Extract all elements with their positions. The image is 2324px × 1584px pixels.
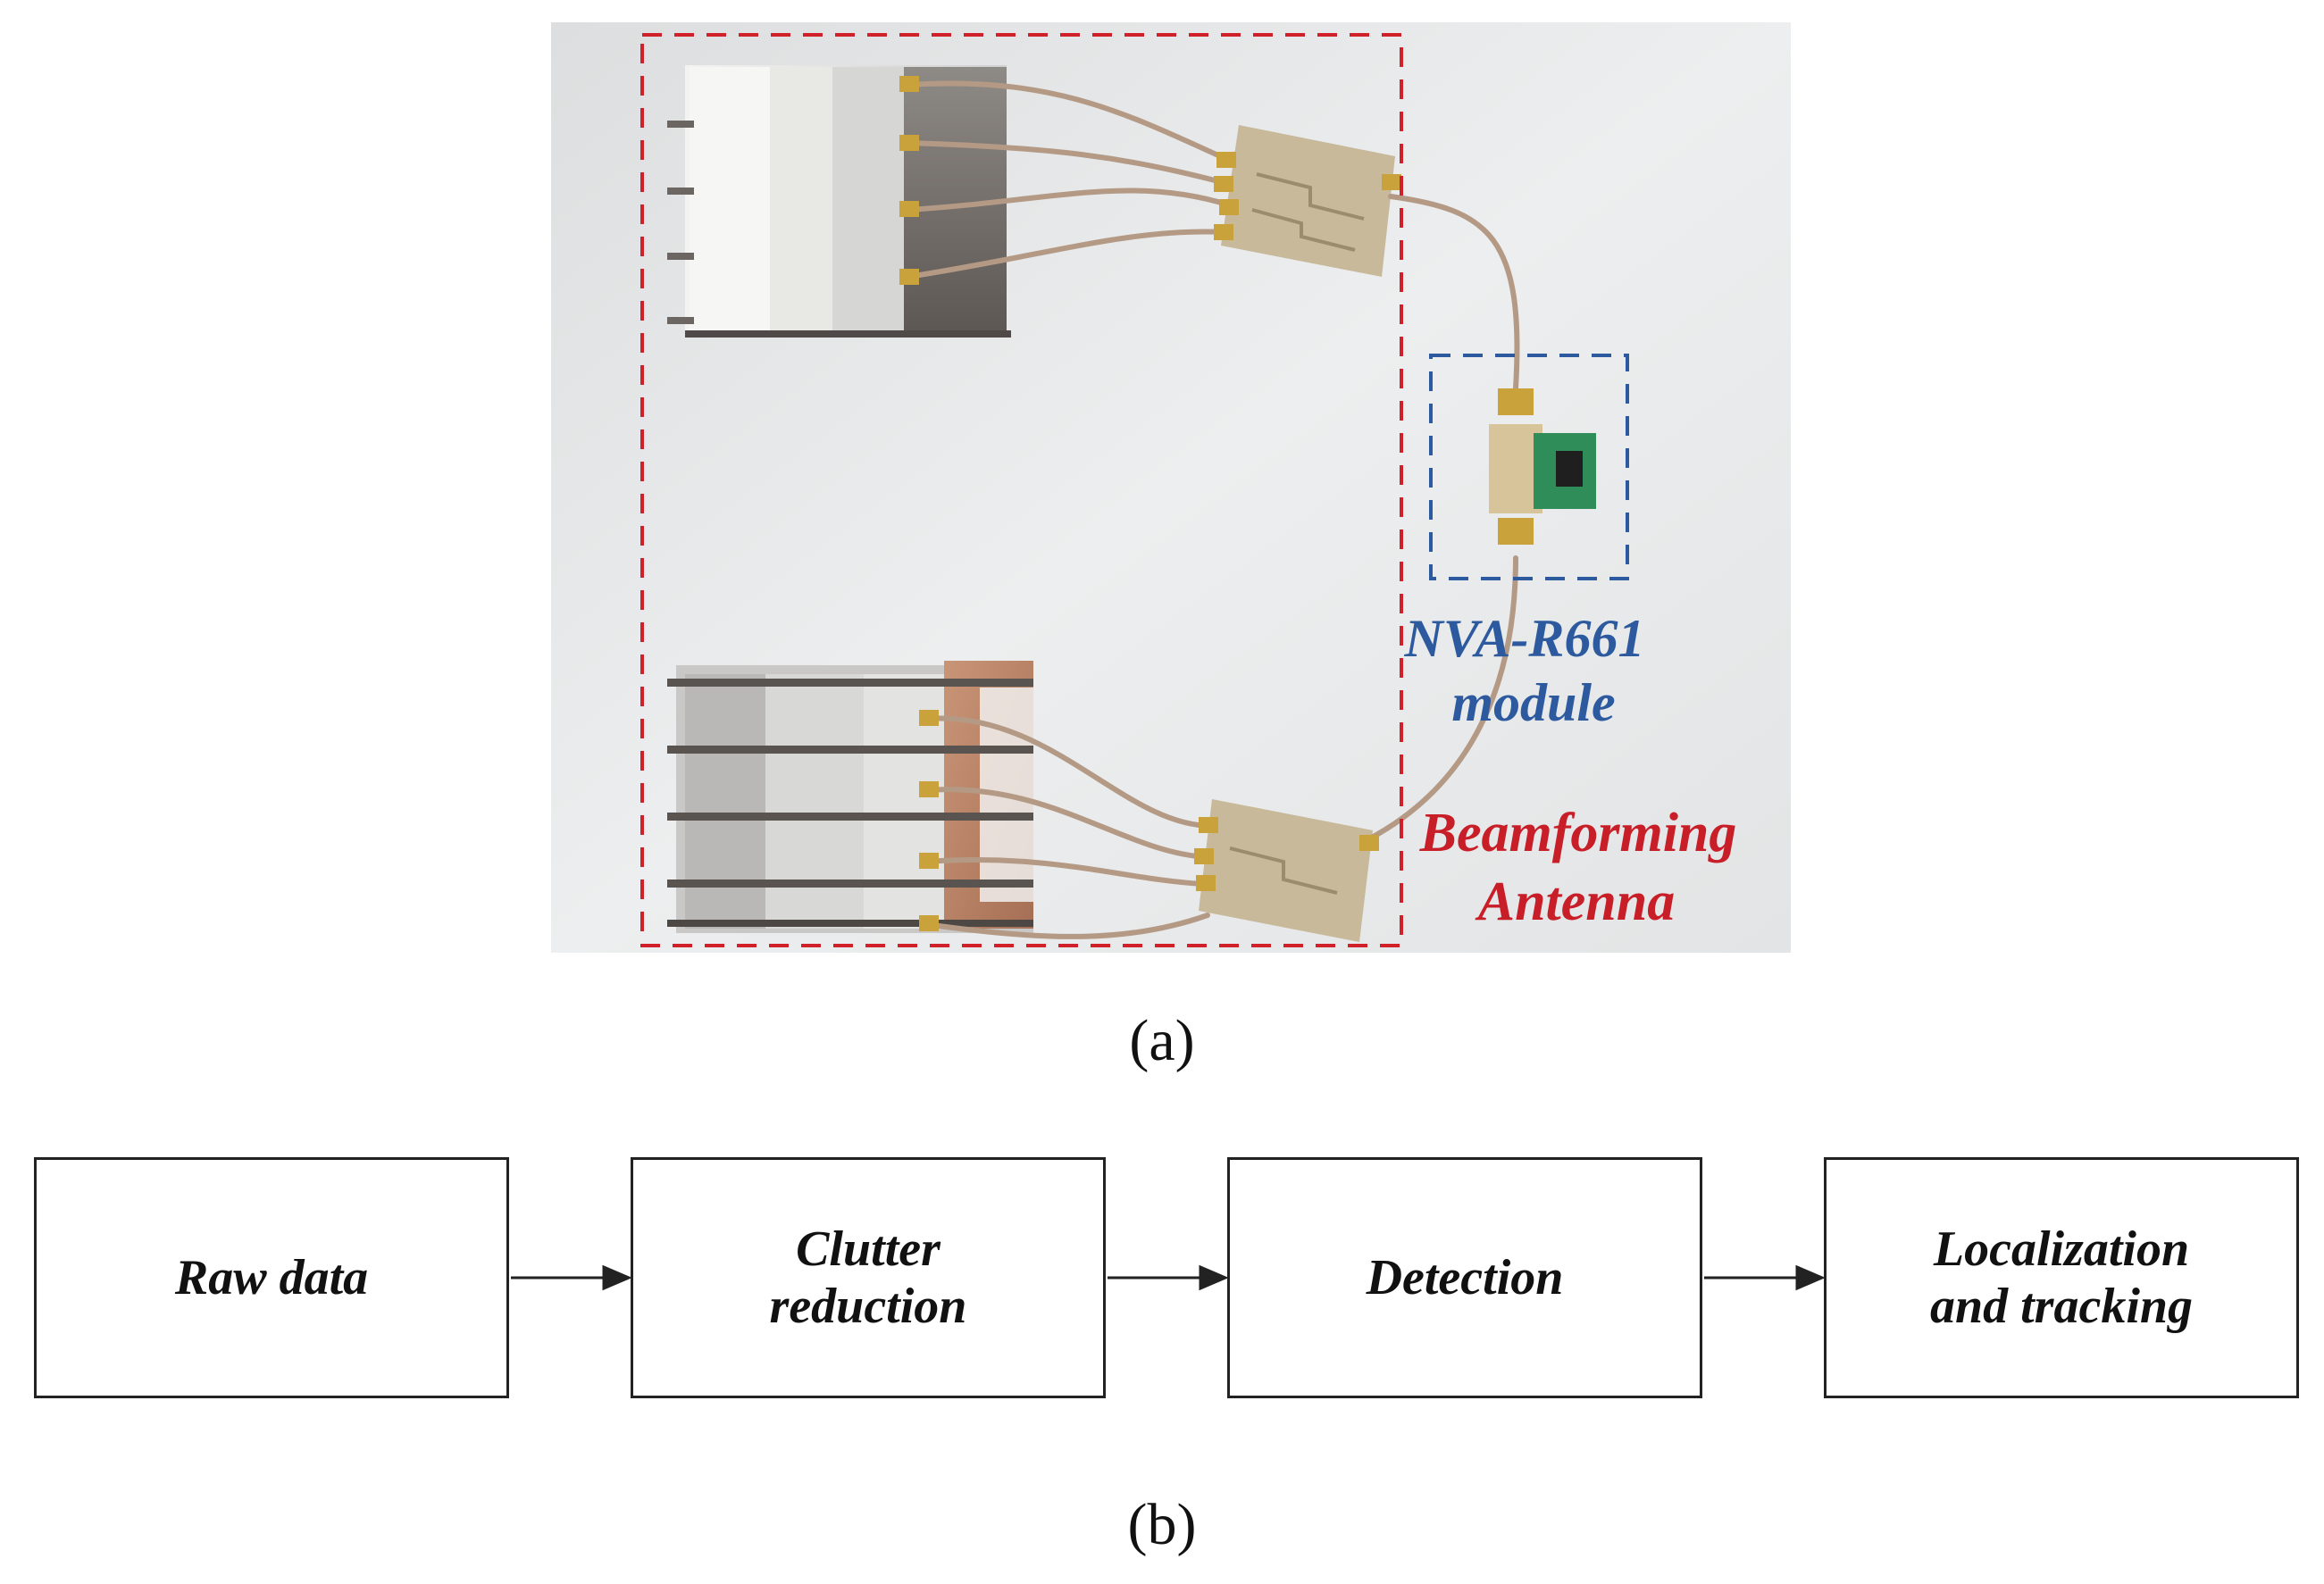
module-label-line1: NVA-R661 <box>1404 609 1645 668</box>
arrowhead-3 <box>1795 1264 1826 1291</box>
arrowhead-2 <box>1199 1264 1229 1291</box>
nva-r661-module <box>1489 388 1596 545</box>
step-raw-data: Raw data <box>34 1157 509 1398</box>
step-label: Clutter reduction <box>769 1221 967 1334</box>
module-label-line2: module <box>1451 673 1615 732</box>
antenna-setup-photo: NVA-R661 module Beamforming Antenna <box>551 22 1791 953</box>
step-clutter-reduction: Clutter reduction <box>631 1157 1106 1398</box>
sma-connectors <box>899 76 1401 931</box>
step-label: Raw data <box>174 1249 369 1305</box>
panel-a-label: (a) <box>1129 1008 1195 1073</box>
antenna-label-line1: Beamforming <box>1419 803 1737 863</box>
arrowhead-1 <box>602 1264 632 1291</box>
step-detection: Detection <box>1227 1157 1702 1398</box>
rf-cables <box>906 80 1520 939</box>
top-antenna-array <box>667 65 1011 338</box>
top-beamforming-board <box>1221 125 1395 277</box>
antenna-label-line2: Antenna <box>1475 871 1676 932</box>
nva-module-outline <box>1429 354 1629 580</box>
step-label: Localization and tracking <box>1929 1221 2194 1334</box>
bottom-beamforming-board <box>1199 799 1373 942</box>
step-label: Detection <box>1366 1249 1564 1305</box>
bottom-antenna-array <box>667 661 1033 933</box>
step-localization-tracking: Localization and tracking <box>1824 1157 2299 1398</box>
panel-b-label: (b) <box>1127 1492 1197 1557</box>
